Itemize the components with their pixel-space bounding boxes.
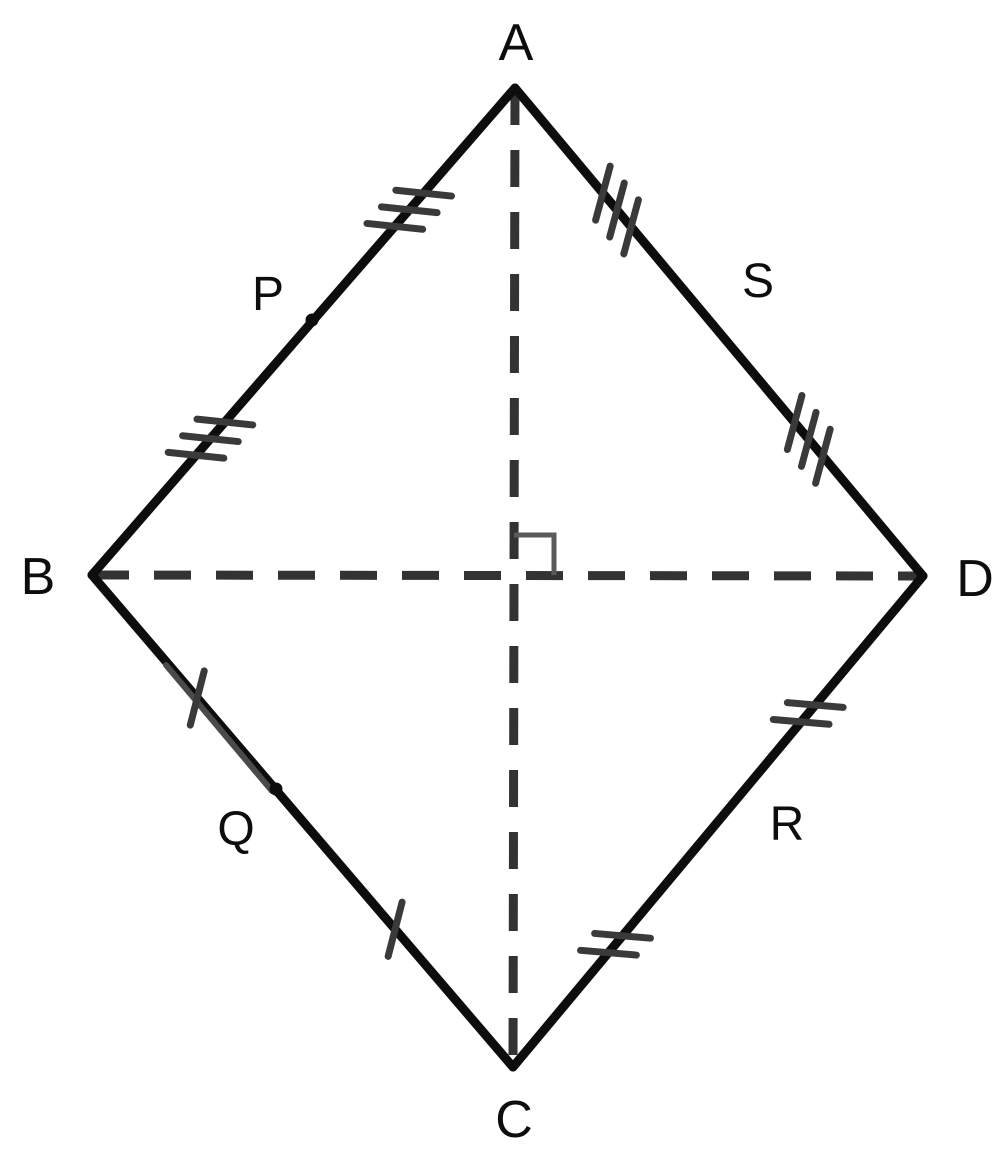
- tick-mark-BC: [384, 898, 406, 960]
- tick-mark-AB: [179, 432, 242, 446]
- tick-mark-AD: [592, 162, 614, 224]
- vertex-label-D: D: [956, 550, 994, 608]
- vertex-label-C: C: [495, 1091, 533, 1149]
- side-point-label-Q: Q: [217, 803, 254, 856]
- tick-mark-AB: [193, 415, 257, 429]
- diagonals-group: [91, 87, 924, 1068]
- tick-mark-CD: [769, 716, 833, 728]
- highlight-segment-group: [163, 662, 275, 794]
- tick-mark-BC: [186, 667, 208, 729]
- node-dot-BC: [269, 782, 283, 796]
- side-BC: [87, 570, 518, 1072]
- tick-mark-AB: [392, 186, 456, 200]
- tick-mark-CD: [577, 946, 640, 959]
- highlight-segment-BQ: [163, 662, 275, 794]
- side-point-label-S: S: [742, 255, 774, 308]
- tick-mark-AD: [620, 196, 642, 258]
- tick-mark-CD: [591, 929, 654, 942]
- side-AD: [510, 83, 928, 581]
- tick-mark-AD: [797, 408, 820, 470]
- vertex-label-B: B: [21, 548, 56, 606]
- tick-mark-AB: [363, 219, 427, 233]
- side-point-label-P: P: [252, 268, 284, 321]
- side-AB: [87, 83, 520, 580]
- tick-marks-group: [164, 162, 847, 960]
- tick-mark-AD: [812, 425, 834, 487]
- vertex-label-A: A: [499, 14, 534, 72]
- right-angle-marker: [514, 532, 557, 575]
- side-point-label-R: R: [770, 798, 805, 851]
- tick-mark-AD: [783, 391, 806, 454]
- tick-mark-AD: [606, 179, 628, 241]
- tick-mark-AB: [377, 203, 441, 217]
- side-CD: [508, 571, 928, 1072]
- diagonal-AC: [508, 87, 520, 1068]
- sides-group: [87, 83, 928, 1072]
- node-dot-AB: [305, 313, 319, 327]
- side-point-labels-group: P Q R S: [217, 255, 804, 856]
- node-dots-group: [269, 313, 319, 796]
- right-angle-square: [514, 532, 557, 575]
- diagonal-BD: [91, 570, 924, 581]
- tick-mark-CD: [783, 699, 847, 711]
- tick-mark-AB: [164, 448, 228, 462]
- vertex-labels-group: A B C D: [21, 14, 994, 1149]
